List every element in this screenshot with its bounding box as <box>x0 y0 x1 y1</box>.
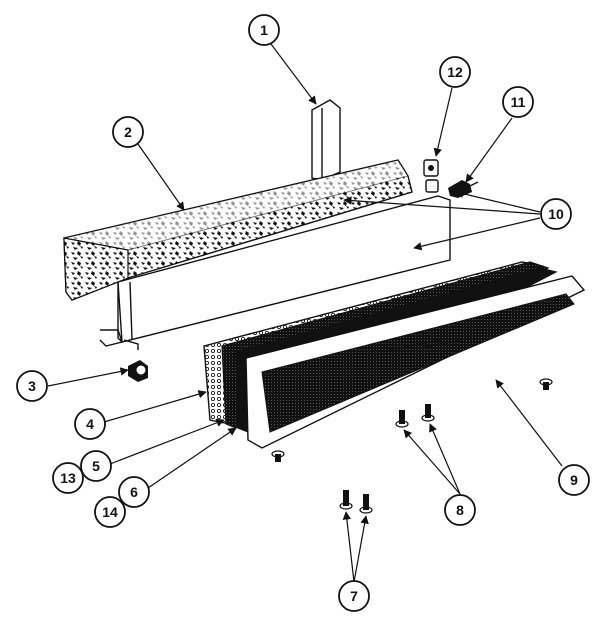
callout-4-label: 4 <box>86 416 94 432</box>
callout-11: 11 <box>502 86 534 118</box>
screw-right <box>539 378 553 390</box>
callout-13: 13 <box>52 462 84 494</box>
screw-left <box>271 450 285 462</box>
callout-6-label: 6 <box>130 484 138 500</box>
callout-10-label: 10 <box>548 206 564 222</box>
callout-1: 1 <box>248 14 280 46</box>
part-10-channel-housing <box>99 195 451 350</box>
callout-8-label: 8 <box>456 502 464 518</box>
callout-2: 2 <box>112 116 144 148</box>
callout-14: 14 <box>94 496 126 528</box>
callout-1-label: 1 <box>260 22 268 38</box>
callout-5: 5 <box>80 450 112 482</box>
callout-5-label: 5 <box>92 458 100 474</box>
callout-7-label: 7 <box>350 588 358 604</box>
callout-2-label: 2 <box>124 124 132 140</box>
callout-8: 8 <box>444 494 476 526</box>
callout-3: 3 <box>16 370 48 402</box>
callout-6: 6 <box>118 476 150 508</box>
callout-11-label: 11 <box>511 94 526 110</box>
part-8-screws <box>395 404 435 428</box>
callout-13-label: 13 <box>60 470 76 486</box>
callout-9-label: 9 <box>570 472 578 488</box>
callout-7: 7 <box>338 580 370 612</box>
callout-14-label: 14 <box>102 504 118 520</box>
part-7-screws <box>339 490 373 514</box>
callout-9: 9 <box>558 464 590 496</box>
callout-3-label: 3 <box>28 378 36 394</box>
callout-10: 10 <box>540 198 572 230</box>
part-2-top-panel <box>63 159 413 301</box>
callout-4: 4 <box>74 408 106 440</box>
callout-12-label: 12 <box>447 64 463 80</box>
part-9-grille-frame <box>245 275 586 449</box>
callout-12: 12 <box>439 56 471 88</box>
leader-lines <box>47 43 563 583</box>
part-3-rivet <box>128 360 148 382</box>
part-12-clip-bracket <box>423 159 439 193</box>
part-1-blade-plate <box>311 99 341 181</box>
part-11-screw <box>448 180 479 198</box>
